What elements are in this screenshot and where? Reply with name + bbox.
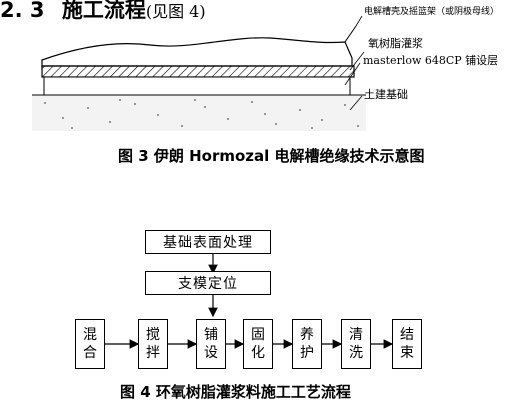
concrete-foundation (32, 95, 366, 131)
section-title: 施工流程 (61, 0, 146, 22)
insulation-schematic (32, 15, 366, 131)
figure-4-caption: 图 4 环氧树脂灌浆料施工工艺流程 (120, 383, 351, 401)
step-finish: 结束 (392, 319, 422, 369)
label-cell-shell: 电解槽壳及摇篮架（或阴极母线） (364, 7, 500, 17)
step-laying: 铺设 (196, 319, 226, 369)
step-formwork-positioning: 支模定位 (145, 271, 271, 295)
epoxy-grout-block (43, 76, 351, 96)
step-stirring: 搅拌 (138, 319, 168, 369)
cell-shell (41, 37, 353, 67)
section-heading: 2. 3 施工流程(见图 4) (0, 0, 529, 21)
step-surface-treatment: 基础表面处理 (145, 230, 271, 254)
section-number: 2. 3 (0, 0, 45, 22)
figure-3-caption: 图 3 伊朗 Hormozal 电解槽绝缘技术示意图 (118, 147, 425, 165)
step-curing: 固化 (243, 319, 273, 369)
label-epoxy-grout: 氧树脂灌浆 (368, 37, 423, 50)
masterflow-layer (41, 65, 355, 78)
section-figure-ref: (见图 4) (145, 2, 206, 21)
label-foundation: 土建基础 (364, 88, 408, 101)
flowchart-connectors (105, 254, 394, 349)
step-maintenance: 养护 (292, 319, 322, 369)
step-cleaning: 清洗 (341, 319, 371, 369)
label-masterflow-layer: masterlow 648CP 铺设层 (363, 54, 499, 67)
step-mixing: 混合 (75, 319, 105, 369)
